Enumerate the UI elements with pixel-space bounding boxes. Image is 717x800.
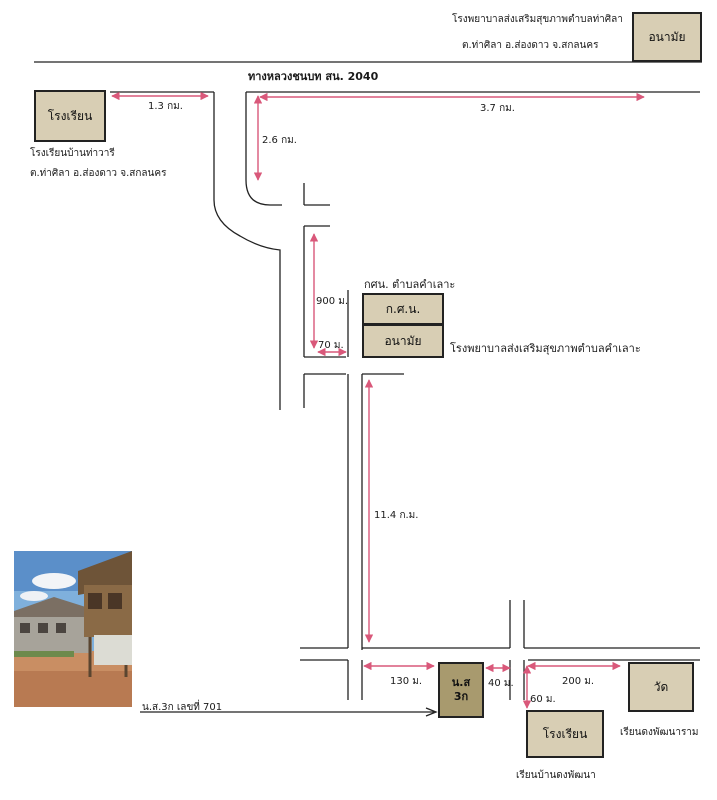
distance-label: 2.6 กม. [262,135,297,146]
distance-label: 130 ม. [390,676,423,687]
distance-arrows [111,91,645,709]
property-plot-line-2: 3ก [453,690,469,703]
top-right-caption-1: โรงพยาบาลส่งเสริมสุขภาพตำบลท่าศิลา [452,14,623,25]
distance-label: 70 ม. [318,340,344,351]
temple-caption: เรียนดงพัฒนาราม [620,727,699,738]
school-bottom-box: โรงเรียน [526,710,604,758]
distance-label: 900 ม. [316,296,349,307]
property-photo [14,551,132,707]
road-title: ทางหลวงชนบท สน. 2040 [248,70,379,83]
school-top-box: โรงเรียน [34,90,106,142]
ns-caption: น.ส.3ก เลขที่ 701 [142,702,223,713]
distance-label: 60 ม. [530,694,556,705]
road-curve-right [245,92,282,206]
road-curve-left [213,92,281,410]
roads [34,61,702,717]
health-center-middle-caption: โรงพยาบาลส่งเสริมสุขภาพตำบลคำเลาะ [450,342,641,355]
health-center-top-box: อนามัย [632,12,702,62]
distance-label: 1.3 กม. [148,101,183,112]
pointer-arrowhead [425,707,438,717]
top-right-caption-2: ต.ท่าศิลา อ.ส่องดาว จ.สกลนคร [462,40,599,51]
kson-box: ก.ศ.น. [362,293,444,325]
school-top-caption-2: ต.ท่าศิลา อ.ส่องดาว จ.สกลนคร [30,168,167,179]
property-plot-box: น.ส 3ก [438,662,484,718]
school-top-caption-1: โรงเรียนบ้านท่าวารี [30,148,115,159]
distance-label: 200 ม. [562,676,595,687]
property-photo-image [14,551,132,707]
distance-label: 3.7 กม. [480,103,515,114]
property-plot-line-1: น.ส [451,676,471,689]
temple-box: วัด [628,662,694,712]
health-center-middle-box: อนามัย [362,324,444,358]
school-bottom-caption: เรียนบ้านดงพัฒนา [516,770,596,781]
distance-label: 11.4 ก.ม. [374,510,419,521]
distance-label: 40 ม. [488,678,514,689]
kson-caption: กศน. ตำบลคำเลาะ [364,278,456,291]
